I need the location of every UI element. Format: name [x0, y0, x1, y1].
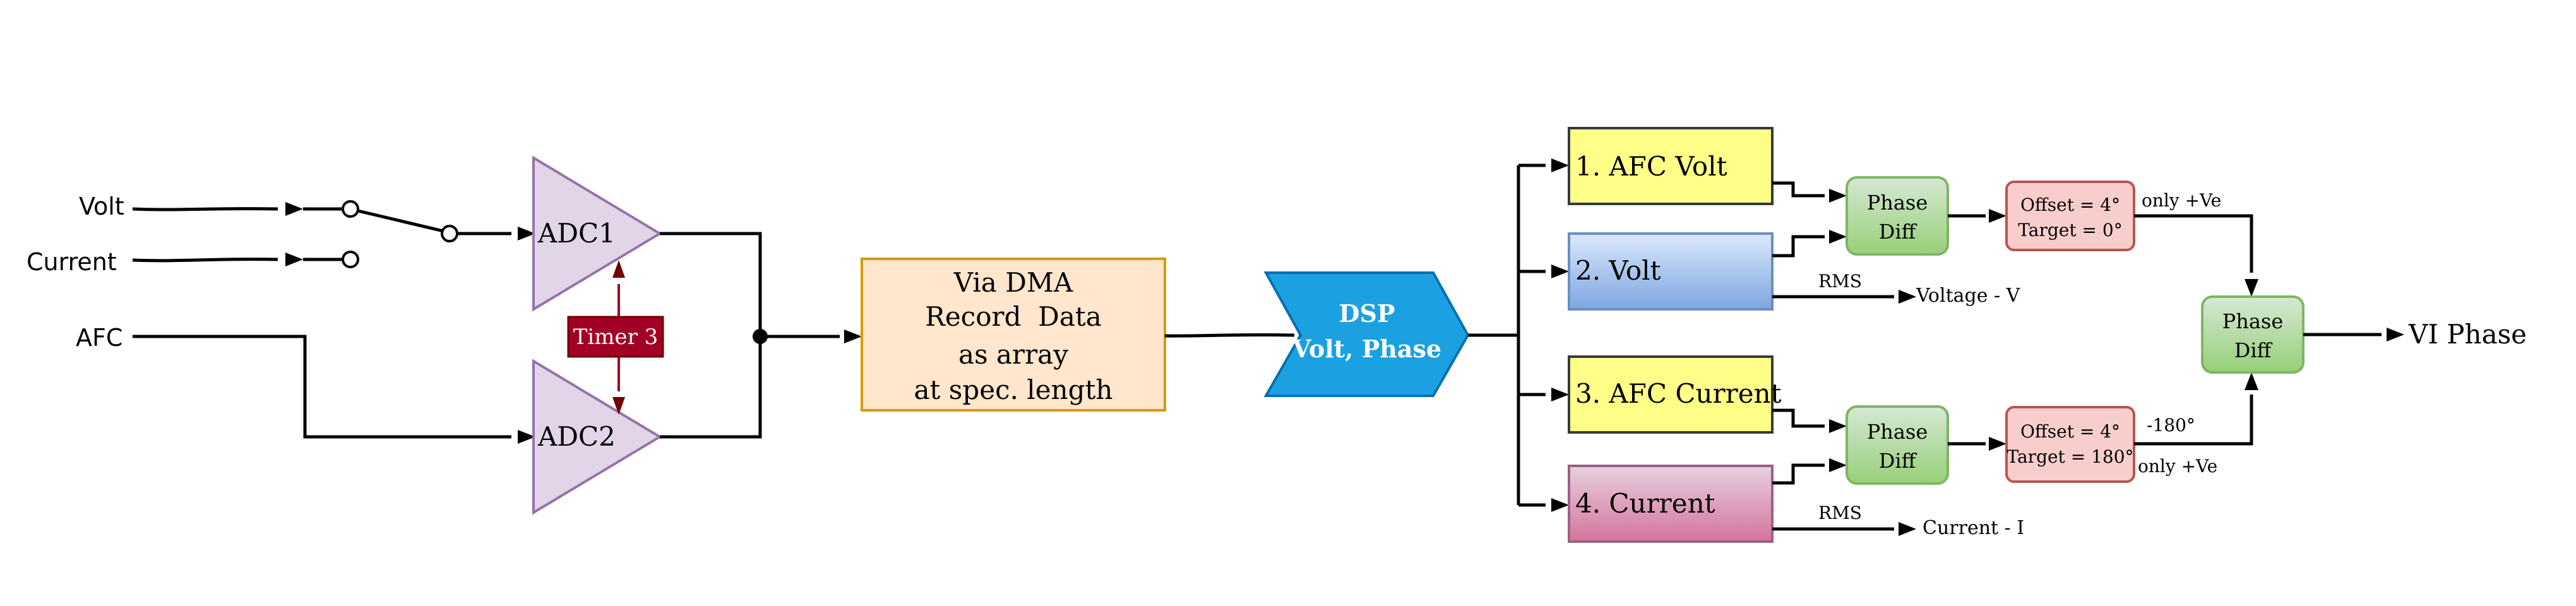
current-wire-arrowhead	[285, 252, 303, 266]
dsp-line-2: Volt, Phase	[1292, 335, 1441, 363]
dma-line-4: at spec. length	[914, 374, 1113, 405]
offset-2-target: Target = 180°	[2007, 446, 2133, 467]
channel-afc-current-box	[1568, 355, 1774, 434]
volt-to-pd1	[1772, 235, 1825, 258]
adc2-label: ADC2	[537, 421, 616, 452]
input-current-label: Current	[27, 248, 117, 276]
phase-diff-1-line-1: Phase	[1867, 191, 1928, 215]
dsp-line-1: DSP	[1339, 299, 1395, 328]
current-wire	[132, 258, 278, 263]
offset-1-to-final-wire	[2134, 214, 2253, 273]
fanout-4-arrowhead	[1551, 498, 1569, 512]
afc-volt-to-pd1	[1772, 181, 1825, 198]
final-phase-diff-line-2: Diff	[2234, 338, 2273, 362]
dma-block	[861, 258, 1166, 412]
rms-current-label: RMS	[1818, 502, 1862, 523]
vi-phase-label: VI Phase	[2408, 319, 2527, 350]
timer-down-arrowhead	[612, 397, 625, 415]
pd2-in2-arrowhead	[1829, 458, 1847, 472]
pd1-in2-arrowhead	[1829, 230, 1847, 244]
adc1-triangle	[532, 155, 662, 312]
switch-volt-contact	[342, 200, 359, 218]
afc-wire	[133, 335, 511, 439]
volt-wire	[132, 207, 278, 211]
offset-1-input-arrowhead	[1989, 209, 2007, 223]
adc-output-bus	[660, 232, 762, 439]
rms-current-arrowhead	[1899, 522, 1916, 536]
timer-3-block	[567, 316, 664, 358]
channel-current-label: 4. Current	[1575, 488, 1715, 519]
timer-3-label: Timer 3	[573, 324, 659, 350]
pd2-in1-arrowhead	[1829, 419, 1847, 433]
offset-1-target: Target = 0°	[2018, 220, 2122, 241]
switch-lever	[357, 209, 444, 233]
vi-phase-arrowhead	[2387, 328, 2404, 342]
dma-to-dsp-wire	[1164, 333, 1295, 338]
timer-up-arrowhead	[612, 260, 625, 278]
offset-2-block	[2005, 406, 2135, 483]
dma-input-arrowhead	[844, 330, 862, 343]
rms-voltage-label: RMS	[1818, 271, 1862, 292]
switch-common-contact	[441, 225, 458, 242]
afc-current-to-pd2	[1772, 408, 1825, 428]
channel-afc-volt-box	[1568, 127, 1774, 205]
volt-wire-arrowhead	[285, 202, 303, 216]
phase-diff-1-line-2: Diff	[1879, 220, 1917, 244]
adc2-triangle	[532, 359, 662, 515]
fanout-2-arrowhead	[1551, 264, 1569, 278]
current-output-label: Current - I	[1923, 517, 2024, 539]
phase-diff-2-line-2: Diff	[1879, 449, 1917, 473]
input-volt-label: Volt	[79, 193, 124, 220]
current-to-pd2	[1772, 463, 1825, 485]
dma-line-2: Record Data	[925, 301, 1102, 332]
voltage-output-label: Voltage - V	[1916, 285, 2021, 307]
dsp-block	[1263, 271, 1470, 397]
final-bottom-arrowhead	[2245, 372, 2258, 390]
channel-current-box	[1568, 465, 1774, 543]
final-top-arrowhead	[2245, 279, 2258, 297]
pd1-in1-arrowhead	[1829, 189, 1847, 203]
adc1-label: ADC1	[537, 218, 616, 249]
offset-2-offset: Offset = 4°	[2020, 421, 2120, 442]
dma-line-1: Via DMA	[953, 267, 1073, 298]
channel-volt-box	[1568, 232, 1774, 311]
only-positive-label-bottom: only +Ve	[2138, 456, 2217, 477]
input-afc-label: AFC	[76, 324, 122, 352]
channel-volt-label: 2. Volt	[1575, 255, 1661, 286]
channel-afc-volt-label: 1. AFC Volt	[1575, 151, 1727, 182]
fanout-3-arrowhead	[1551, 388, 1569, 401]
offset-2-to-final-wire	[2134, 395, 2253, 446]
fanout-1-arrowhead	[1551, 158, 1569, 172]
offset-2-input-arrowhead	[1989, 437, 2007, 451]
minus-180-label: -180°	[2147, 415, 2195, 436]
channel-afc-current-label: 3. AFC Current	[1575, 378, 1782, 409]
only-positive-label-top: only +Ve	[2142, 190, 2221, 211]
adc1-input-arrowhead	[518, 227, 535, 241]
dma-line-3: as array	[958, 339, 1068, 370]
rms-voltage-arrowhead	[1899, 290, 1916, 304]
phase-diff-2-line-1: Phase	[1867, 420, 1928, 444]
offset-1-offset: Offset = 4°	[2020, 194, 2120, 215]
final-phase-diff-line-1: Phase	[2222, 309, 2284, 333]
switch-current-contact	[342, 251, 359, 268]
adc2-input-arrowhead	[518, 430, 535, 444]
